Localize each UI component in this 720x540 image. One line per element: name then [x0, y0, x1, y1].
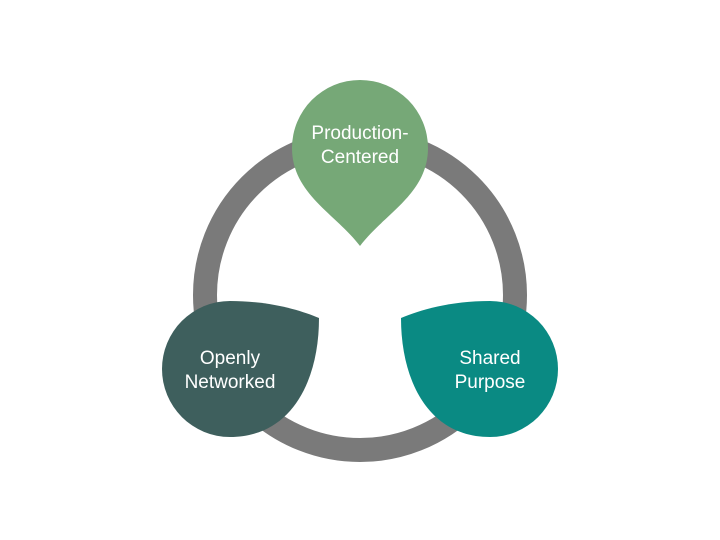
- node-label-openly-networked-line2: Networked: [185, 372, 276, 393]
- node-label-production-centered-line2: Centered: [321, 147, 399, 168]
- node-shared-purpose: Shared Purpose: [401, 301, 558, 437]
- petal-production-centered: [292, 80, 428, 246]
- node-openly-networked: Openly Networked: [162, 301, 319, 437]
- node-label-shared-purpose-line2: Purpose: [455, 372, 526, 393]
- node-production-centered: Production- Centered: [292, 80, 428, 246]
- node-label-openly-networked-line1: Openly: [200, 348, 261, 369]
- node-label-shared-purpose-line1: Shared: [459, 348, 520, 369]
- petal-shared-purpose: [401, 301, 558, 437]
- petal-openly-networked: [162, 301, 319, 437]
- node-label-production-centered-line1: Production-: [311, 123, 408, 144]
